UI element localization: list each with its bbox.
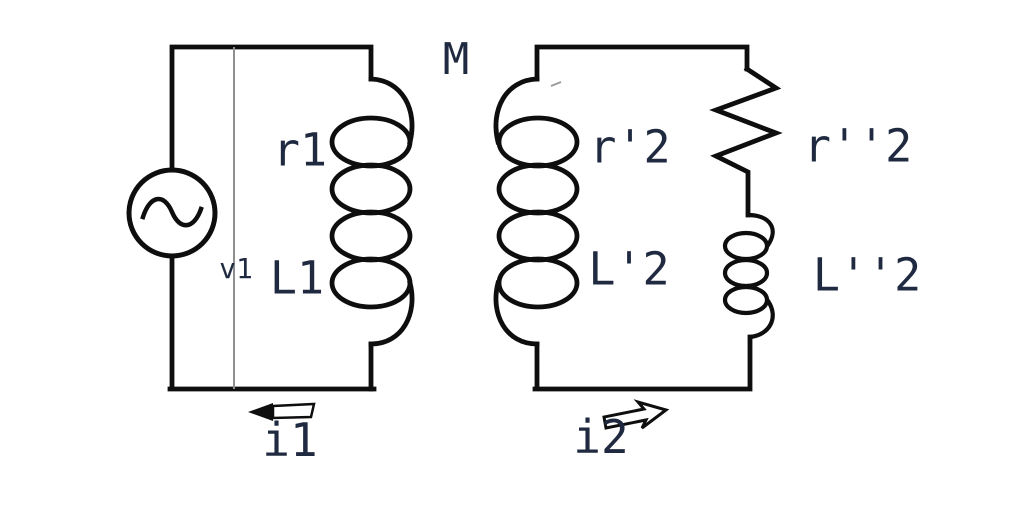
- load-inductance-label: L''2: [812, 248, 922, 302]
- secondary-circuit: [493, 44, 783, 392]
- primary-coil-icon: [329, 76, 415, 347]
- source-voltage-label: v1: [219, 252, 253, 285]
- secondary-resistance-label: r'2: [589, 120, 671, 174]
- load-coil-icon: [722, 212, 775, 340]
- secondary-bottom-wire: [532, 334, 753, 392]
- primary-circuit: [126, 44, 415, 392]
- secondary-coil-icon: [493, 76, 580, 347]
- secondary-top-wire: [534, 44, 750, 82]
- stray-mark: [550, 81, 562, 87]
- primary-current-arrow-icon: [248, 402, 316, 421]
- primary-resistance-label: r1: [272, 123, 328, 177]
- sine-wave-icon: [140, 196, 204, 228]
- secondary-current-arrow-icon: [602, 399, 670, 430]
- primary-top-wire: [169, 44, 374, 173]
- ac-source-icon: [126, 167, 218, 259]
- primary-bottom-wire: [167, 253, 377, 392]
- load-resistance-label: r''2: [803, 119, 913, 173]
- primary-current-label: i1: [262, 413, 318, 467]
- secondary-current-label: i2: [573, 410, 629, 464]
- resistor-icon: [709, 65, 783, 218]
- primary-inductance-label: L1: [269, 251, 325, 305]
- mutual-inductance-label: M: [442, 34, 470, 85]
- secondary-inductance-label: L'2: [588, 242, 670, 296]
